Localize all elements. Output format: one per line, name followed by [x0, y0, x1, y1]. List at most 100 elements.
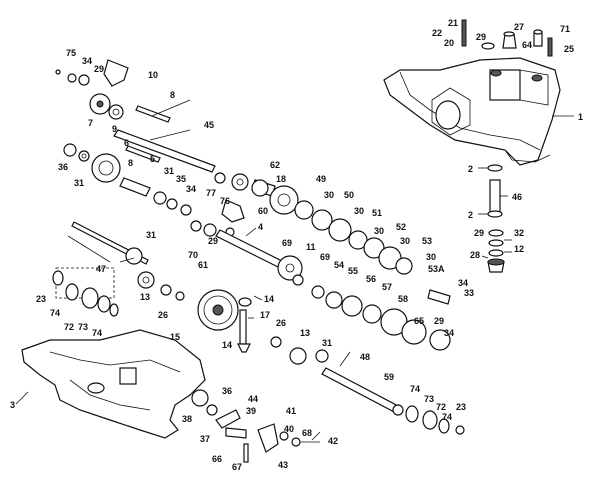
label-74d: 74: [442, 412, 452, 422]
label-30e: 30: [426, 252, 436, 262]
label-61: 61: [198, 260, 208, 270]
label-31: 31: [74, 178, 84, 188]
label-69b: 69: [320, 252, 330, 262]
label-49: 49: [316, 174, 326, 184]
label-47: 47: [96, 264, 106, 274]
label-45: 45: [204, 120, 214, 130]
lower-gear-row: [292, 274, 451, 351]
label-68: 68: [302, 428, 312, 438]
label-11: 11: [306, 242, 316, 252]
label-13b: 13: [300, 328, 310, 338]
label-12: 12: [514, 244, 524, 254]
label-14b: 14: [222, 340, 232, 350]
label-73: 73: [78, 322, 88, 332]
label-33: 33: [464, 288, 474, 298]
label-32: 32: [514, 228, 524, 238]
label-1: 1: [578, 112, 583, 122]
label-26: 26: [158, 310, 168, 320]
label-75: 75: [66, 48, 76, 58]
left-top-cluster: [55, 59, 216, 216]
label-57: 57: [382, 282, 392, 292]
label-65: 65: [414, 316, 424, 326]
part-number-labels: 75 34 29 10 8 7 9 45 6 8 5 36 31 31 35 3…: [10, 18, 583, 472]
label-38: 38: [182, 414, 192, 424]
label-4: 4: [258, 222, 263, 232]
label-29c: 29: [434, 316, 444, 326]
worm-gear-assembly: [197, 289, 329, 365]
label-43: 43: [278, 460, 288, 470]
label-23: 23: [36, 294, 46, 304]
label-10: 10: [148, 70, 158, 80]
label-21: 21: [448, 18, 458, 28]
label-15: 15: [170, 332, 180, 342]
label-53: 53: [422, 236, 432, 246]
lower-housing: [21, 329, 206, 439]
label-42: 42: [328, 436, 338, 446]
label-67: 67: [232, 462, 242, 472]
label-30a: 30: [324, 190, 334, 200]
label-39: 39: [246, 406, 256, 416]
label-29: 29: [94, 64, 104, 74]
label-35: 35: [176, 174, 186, 184]
label-20: 20: [444, 38, 454, 48]
label-14a: 14: [264, 294, 274, 304]
label-6: 6: [124, 138, 129, 148]
label-34: 34: [82, 56, 92, 66]
label-8: 8: [170, 90, 175, 100]
label-30d: 30: [400, 236, 410, 246]
label-2b: 2: [468, 210, 473, 220]
label-64: 64: [522, 40, 532, 50]
label-31b: 31: [164, 166, 174, 176]
label-59: 59: [384, 372, 394, 382]
label-44: 44: [248, 394, 258, 404]
label-71: 71: [560, 24, 570, 34]
label-23b: 23: [456, 402, 466, 412]
label-72: 72: [64, 322, 74, 332]
label-60: 60: [258, 206, 268, 216]
label-8b: 8: [128, 158, 133, 168]
label-37: 37: [200, 434, 210, 444]
label-36b: 36: [222, 386, 232, 396]
left-shaft-assembly: [52, 221, 185, 317]
label-40: 40: [284, 424, 294, 434]
label-30c: 30: [374, 226, 384, 236]
label-31d: 31: [322, 338, 332, 348]
label-22: 22: [432, 28, 442, 38]
label-18: 18: [276, 174, 286, 184]
label-9: 9: [112, 124, 117, 134]
label-28: 28: [470, 250, 480, 260]
label-56: 56: [366, 274, 376, 284]
label-30b: 30: [354, 206, 364, 216]
label-34d: 34: [444, 328, 454, 338]
label-41: 41: [286, 406, 296, 416]
label-27: 27: [514, 22, 524, 32]
label-52: 52: [396, 222, 406, 232]
label-74c: 74: [410, 384, 420, 394]
label-77: 77: [206, 188, 216, 198]
vertical-shaft-parts: [487, 164, 505, 273]
label-46: 46: [512, 192, 522, 202]
label-13: 13: [140, 292, 150, 302]
label-74b: 74: [92, 328, 102, 338]
label-74a: 74: [50, 308, 60, 318]
label-31c: 31: [146, 230, 156, 240]
middle-gear-cluster: [190, 172, 413, 281]
label-48: 48: [360, 352, 370, 362]
label-17: 17: [260, 310, 270, 320]
label-76: 76: [220, 196, 230, 206]
leader-lines: [15, 99, 574, 441]
label-69: 69: [282, 238, 292, 248]
label-2a: 2: [468, 164, 473, 174]
label-36: 36: [58, 162, 68, 172]
label-29e: 29: [474, 228, 484, 238]
label-3: 3: [10, 400, 15, 410]
label-73b: 73: [424, 394, 434, 404]
label-29b: 29: [208, 236, 218, 246]
label-25: 25: [564, 44, 574, 54]
label-5: 5: [150, 154, 155, 164]
label-53A: 53A: [428, 264, 445, 274]
label-54: 54: [334, 260, 344, 270]
label-34c: 34: [458, 278, 468, 288]
